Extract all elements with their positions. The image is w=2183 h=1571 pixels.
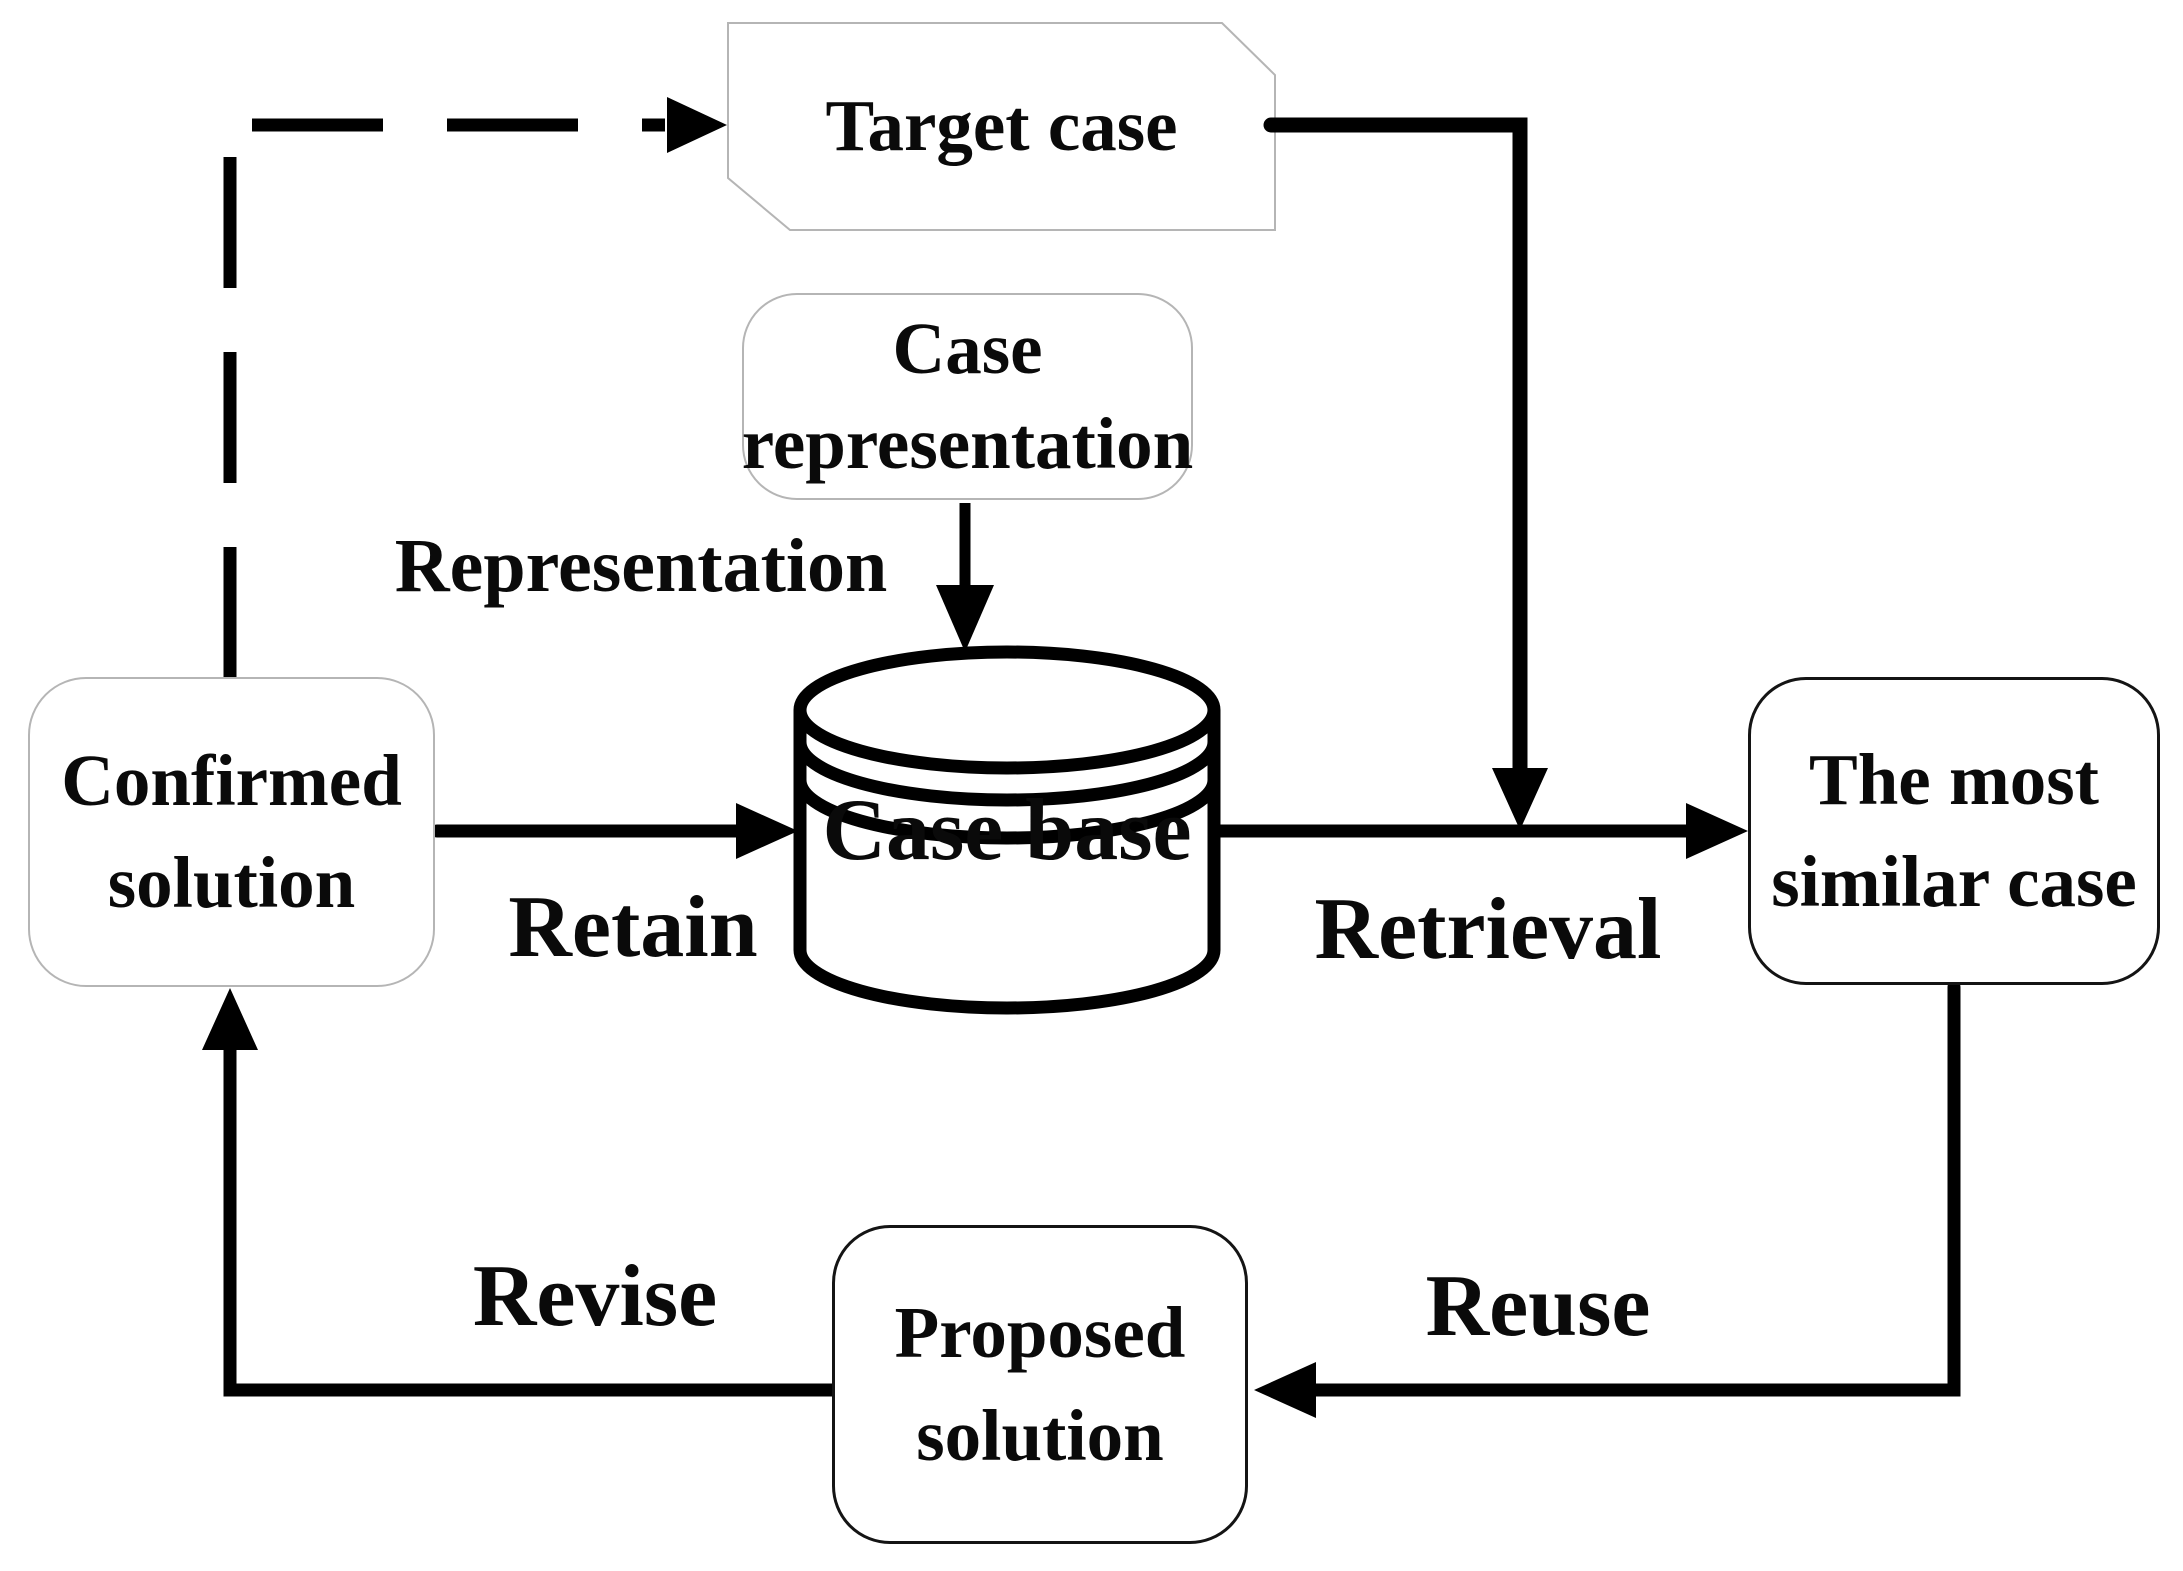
retrieval-edge-label: Retrieval — [1314, 881, 1662, 978]
reuse-line — [1305, 980, 1961, 1397]
dashed-feedback-arrowhead — [667, 97, 727, 153]
cylinder-disk-arc-2 — [793, 779, 1221, 845]
target-case-to-retrieval-arrowhead — [1492, 768, 1548, 830]
reuse-edge-label: Reuse — [1425, 1258, 1651, 1355]
cylinder-top-ellipse — [793, 645, 1221, 775]
revise-line — [223, 1039, 839, 1397]
retain-arrowhead — [736, 803, 798, 859]
case-base-cylinder-icon — [793, 645, 1221, 1015]
confirmed-solution-node: Confirmed solution — [28, 677, 435, 987]
reuse-arrowhead — [1254, 1362, 1316, 1418]
target-case-label: Target case — [825, 85, 1178, 167]
most-similar-case-label: The most similar case — [1771, 738, 2137, 922]
target-case-shape — [727, 22, 1276, 231]
cylinder-bottom-arc — [793, 949, 1221, 1015]
revise-edge-label: Revise — [472, 1248, 718, 1345]
confirmed-solution-label: Confirmed solution — [61, 739, 402, 923]
retain-edge-label: Retain — [508, 879, 758, 976]
representation-edge-label: Representation — [394, 524, 888, 608]
revise-arrowhead — [202, 988, 258, 1050]
case-base-label: Case base — [822, 782, 1192, 879]
retrieval-arrowhead — [1686, 803, 1748, 859]
target-case-to-retrieval-line — [1263, 117, 1528, 808]
representation-arrowhead — [936, 585, 994, 652]
target-case-node: Target case — [728, 23, 1275, 230]
proposed-solution-label: Proposed solution — [894, 1292, 1186, 1476]
most-similar-case-node: The most similar case — [1748, 677, 2160, 985]
case-representation-node: Case representation — [742, 293, 1193, 500]
proposed-solution-node: Proposed solution — [832, 1225, 1248, 1544]
cylinder-disk-arc-1 — [793, 741, 1221, 807]
case-representation-label: Case representation — [741, 307, 1194, 484]
